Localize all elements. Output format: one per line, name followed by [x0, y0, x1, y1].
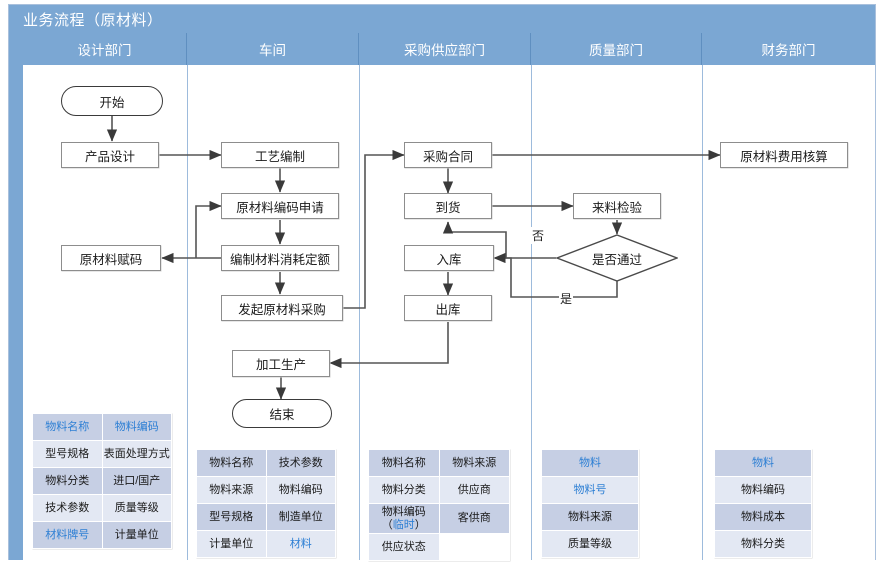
table-row: 物料成本	[714, 503, 812, 531]
table-cell: 技术参数	[265, 449, 336, 477]
node-cost-accounting[interactable]: 原材料费用核算	[720, 142, 848, 168]
lane-divider-1	[187, 65, 188, 560]
table-row: 计量单位材料	[196, 530, 336, 558]
node-machining[interactable]: 加工生产	[232, 350, 330, 377]
table-cell: 制造单位	[265, 503, 336, 531]
table-cell: 物料名称	[196, 449, 267, 477]
table-cell: 供应状态	[368, 533, 440, 562]
table-cell: 物料来源	[438, 449, 510, 477]
table-cell: 计量单位	[196, 530, 267, 558]
table-cell: 技术参数	[32, 494, 103, 522]
table-cell: 物料来源	[196, 476, 267, 504]
table-cell: 物料分类	[714, 530, 812, 558]
table-cell: 质量等级	[101, 494, 172, 522]
table-row: 型号规格表面处理方式	[32, 440, 172, 468]
lane-divider-4	[702, 65, 703, 560]
table-cell: 物料	[714, 449, 812, 477]
lane-header-quality: 质量部门	[531, 33, 702, 65]
quality-data-table: 物料物料号物料来源质量等级	[541, 449, 639, 558]
table-cell: 物料编码	[714, 476, 812, 504]
table-row: 物料分类供应商	[368, 476, 510, 504]
table-row: 物料分类	[714, 530, 812, 558]
title-band: 业务流程（原材料）	[9, 5, 875, 33]
table-row: 技术参数质量等级	[32, 494, 172, 522]
table-cell: 物料分类	[32, 467, 103, 495]
table-cell: 供应商	[438, 476, 510, 504]
purchase-data-table: 物料名称物料来源物料分类供应商物料编码（临时）客供商供应状态	[368, 449, 510, 562]
table-row: 物料名称物料编码	[32, 413, 172, 441]
table-cell: 物料编码	[265, 476, 336, 504]
edge-label-yes: 是	[559, 290, 574, 307]
node-purchase-contract[interactable]: 采购合同	[404, 142, 492, 168]
table-row: 物料	[714, 449, 812, 477]
finance-data-table: 物料物料编码物料成本物料分类	[714, 449, 812, 558]
node-product-design[interactable]: 产品设计	[61, 142, 159, 168]
table-cell: 物料编码（临时）	[368, 502, 440, 535]
table-cell: 物料成本	[714, 503, 812, 531]
table-cell: 质量等级	[541, 530, 639, 558]
workshop-data-table: 物料名称技术参数物料来源物料编码型号规格制造单位计量单位材料	[196, 449, 336, 558]
lane-header-purchase: 采购供应部门	[359, 33, 531, 65]
table-row: 物料来源	[541, 503, 639, 531]
table-row: 物料名称技术参数	[196, 449, 336, 477]
table-row: 物料编码	[714, 476, 812, 504]
node-outbound[interactable]: 出库	[404, 295, 492, 321]
table-cell: 客供商	[438, 502, 510, 535]
table-cell: 物料号	[541, 476, 639, 504]
table-row: 物料名称物料来源	[368, 449, 510, 477]
table-cell: 物料名称	[368, 449, 440, 477]
page-title: 业务流程（原材料）	[23, 12, 163, 29]
node-process-planning[interactable]: 工艺编制	[221, 142, 339, 168]
node-consumption-quota[interactable]: 编制材料消耗定额	[221, 245, 339, 271]
table-cell: 物料名称	[32, 413, 103, 441]
table-row: 物料分类进口/国产	[32, 467, 172, 495]
node-end[interactable]: 结束	[232, 399, 332, 428]
table-cell: 计量单位	[101, 521, 172, 549]
table-cell: 型号规格	[196, 503, 267, 531]
node-initiate-purchase[interactable]: 发起原材料采购	[221, 295, 343, 321]
node-pass-decision-label: 是否通过	[591, 252, 642, 267]
table-cell: 表面处理方式	[101, 440, 172, 468]
lane-header-row: 设计部门 车间 采购供应部门 质量部门 财务部门	[23, 33, 875, 65]
table-cell: 物料来源	[541, 503, 639, 531]
table-row: 物料来源物料编码	[196, 476, 336, 504]
table-cell: 物料	[541, 449, 639, 477]
table-row: 物料	[541, 449, 639, 477]
table-cell	[438, 533, 510, 562]
edge-label-no: 否	[531, 227, 546, 244]
table-cell: 进口/国产	[101, 467, 172, 495]
lane-header-design: 设计部门	[23, 33, 187, 65]
table-row: 型号规格制造单位	[196, 503, 336, 531]
table-row: 质量等级	[541, 530, 639, 558]
table-cell: 材料	[265, 530, 336, 558]
design-data-table: 物料名称物料编码型号规格表面处理方式物料分类进口/国产技术参数质量等级材料牌号计…	[32, 413, 172, 549]
table-cell: 物料编码	[101, 413, 172, 441]
left-accent-strip	[9, 33, 23, 560]
node-start[interactable]: 开始	[61, 86, 163, 116]
node-incoming-inspection[interactable]: 来料检验	[573, 193, 661, 219]
table-cell: 物料分类	[368, 476, 440, 504]
lane-header-workshop: 车间	[187, 33, 359, 65]
table-cell: 材料牌号	[32, 521, 103, 549]
table-row: 材料牌号计量单位	[32, 521, 172, 549]
node-pass-decision[interactable]: 是否通过	[556, 234, 678, 282]
node-inbound[interactable]: 入库	[404, 245, 494, 271]
lane-header-finance: 财务部门	[702, 33, 875, 65]
table-row: 物料编码（临时）客供商	[368, 502, 510, 535]
table-row: 物料号	[541, 476, 639, 504]
node-arrival[interactable]: 到货	[404, 193, 492, 219]
table-row: 供应状态	[368, 533, 510, 562]
lane-divider-2	[359, 65, 360, 560]
lane-divider-3	[531, 65, 532, 560]
node-material-coding[interactable]: 原材料赋码	[61, 245, 161, 271]
node-code-request[interactable]: 原材料编码申请	[221, 193, 339, 219]
table-cell: 型号规格	[32, 440, 103, 468]
